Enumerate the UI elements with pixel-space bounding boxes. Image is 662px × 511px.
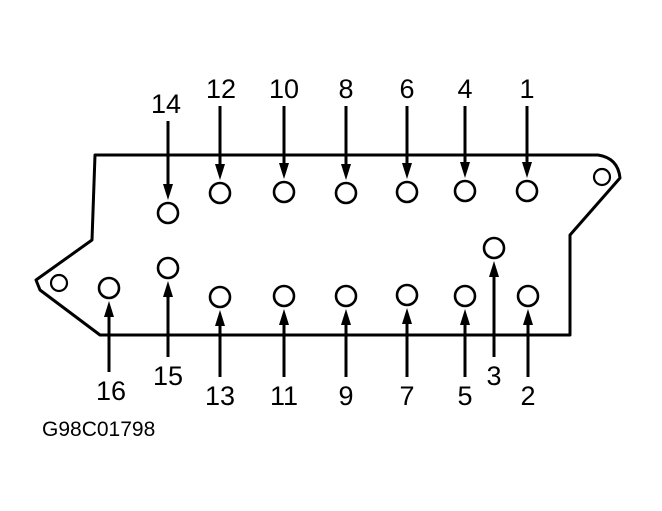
bolt-number-label: 1: [519, 74, 534, 104]
bolt-number-label: 3: [486, 361, 501, 391]
bolt-10: 10: [269, 74, 299, 204]
arrow-head: [460, 309, 470, 325]
arrow-head: [341, 309, 351, 325]
bolt-number-label: 14: [151, 89, 181, 119]
bolt-13: 13: [205, 285, 235, 411]
arrow-head: [163, 184, 173, 200]
bolt-hole: [395, 283, 419, 307]
bolt-hole: [482, 236, 506, 260]
bolt-5: 5: [453, 284, 477, 411]
arrow-head: [341, 164, 351, 180]
bolt-number-label: 11: [270, 381, 298, 411]
arrow-head: [104, 301, 114, 317]
bolt-6: 6: [395, 74, 419, 204]
bolt-number-label: 4: [457, 74, 472, 104]
arrow-head: [402, 308, 412, 324]
bolt-number-label: 8: [338, 74, 353, 104]
bolt-8: 8: [334, 74, 358, 205]
bolt-number-label: 13: [205, 381, 235, 411]
left-dowel-hole: [49, 273, 69, 293]
bolt-hole: [208, 285, 232, 309]
bolt-hole: [453, 179, 477, 203]
arrow-head: [279, 309, 289, 325]
bolt-hole: [395, 180, 419, 204]
arrow-head: [460, 162, 470, 178]
bolt-11: 11: [270, 284, 298, 411]
bolt-4: 4: [453, 74, 477, 203]
bolt-12: 12: [206, 74, 236, 205]
bolt-hole: [453, 284, 477, 308]
bolt-16: 16: [96, 276, 126, 406]
bolt-hole: [334, 284, 358, 308]
right-dowel-hole: [592, 167, 612, 187]
bolt-1: 1: [515, 74, 539, 203]
component-outline: [34, 153, 622, 337]
bolt-number-label: 10: [269, 74, 299, 104]
arrow-head: [215, 164, 225, 180]
bolt-15: 15: [153, 256, 183, 391]
bolt-number-label: 5: [457, 381, 472, 411]
bolt-hole: [334, 181, 358, 205]
bolt-number-label: 7: [399, 381, 414, 411]
arrow-head: [279, 163, 289, 179]
bolt-hole: [516, 284, 540, 308]
bolt-number-label: 9: [338, 381, 353, 411]
bolt-hole: [515, 179, 539, 203]
arrow-head: [489, 261, 499, 277]
arrow-head: [522, 162, 532, 178]
figure-code: G98C01798: [42, 418, 155, 441]
bolt-hole: [97, 276, 121, 300]
arrow-head: [523, 309, 533, 325]
bolt-number-label: 16: [96, 376, 126, 406]
bolt-3: 3: [482, 236, 506, 391]
arrow-head: [215, 310, 225, 326]
bolt-number-label: 6: [399, 74, 414, 104]
bolt-2: 2: [516, 284, 540, 411]
bolt-number-label: 2: [520, 381, 535, 411]
bolt-hole: [272, 284, 296, 308]
bolt-number-label: 12: [206, 74, 236, 104]
bolt-hole: [272, 180, 296, 204]
arrow-head: [163, 281, 173, 297]
bolt-14: 14: [151, 89, 181, 225]
bolt-hole: [156, 201, 180, 225]
bolt-hole: [156, 256, 180, 280]
bolt-9: 9: [334, 284, 358, 411]
bolt-number-label: 15: [153, 361, 183, 391]
arrow-head: [402, 163, 412, 179]
bolt-hole: [208, 181, 232, 205]
bolt-7: 7: [395, 283, 419, 411]
